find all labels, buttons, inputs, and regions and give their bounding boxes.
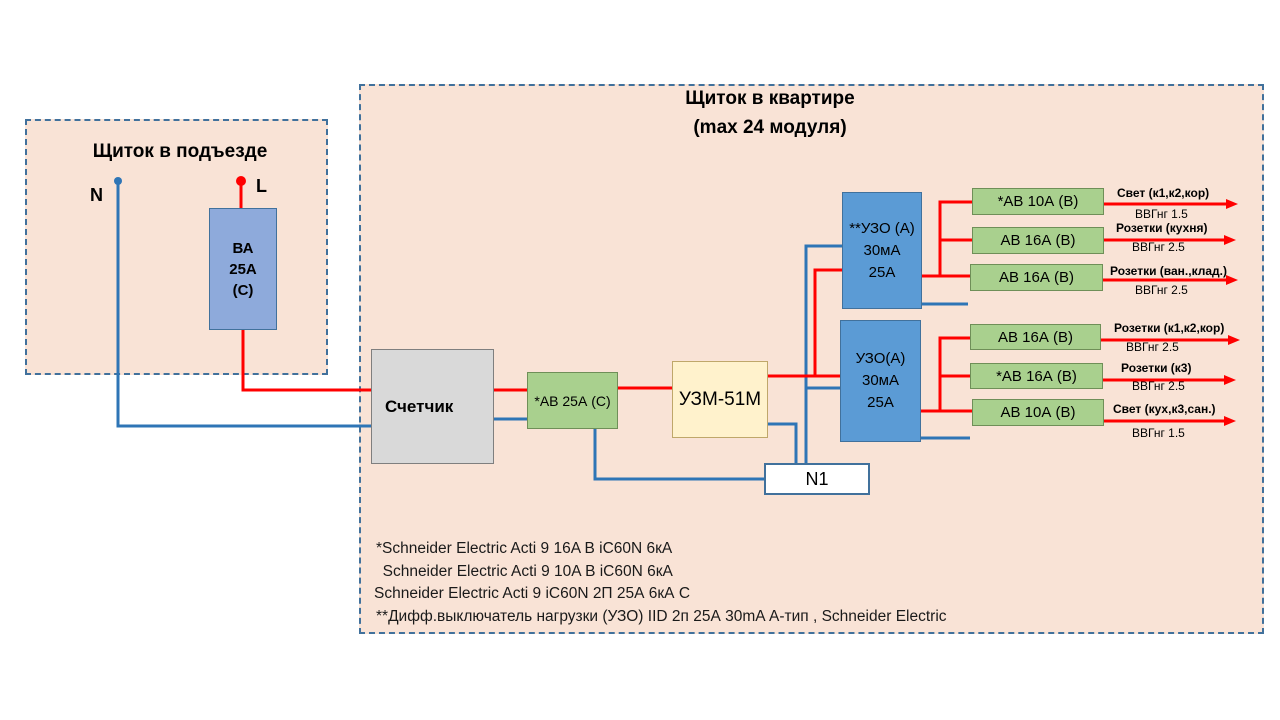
breaker-4: АВ 16А (В) (970, 324, 1101, 350)
rcd-bottom-line-2: 30мА (861, 372, 899, 389)
neutral-wire-main-to-n1 (593, 429, 764, 481)
cable-4-label: ВВГнг 2.5 (1126, 340, 1179, 354)
note-2: Schneider Electric Acti 9 10A B iC60N 6к… (374, 563, 673, 580)
breaker-4-label: АВ 16А (В) (997, 328, 1074, 346)
cable-3-label: ВВГнг 2.5 (1135, 283, 1188, 297)
circuit-6-label: Свет (кух,к3,сан.) (1113, 402, 1216, 416)
apartment-panel-subtitle: (max 24 модуля) (693, 117, 847, 138)
phase-wire-uzo-top (813, 268, 842, 376)
circuit-2-label: Розетки (кухня) (1116, 221, 1208, 235)
cable-2-label: ВВГнг 2.5 (1132, 240, 1185, 254)
neutral-wire-uzo-top (804, 244, 842, 463)
note-4: **Дифф.выключатель нагрузки (УЗО) IID 2п… (376, 608, 947, 625)
cable-1-label: ВВГнг 1.5 (1135, 207, 1188, 221)
cable-5-label: ВВГнг 2.5 (1132, 379, 1185, 393)
neutral-wire-input (116, 182, 371, 428)
circuit-5-label: Розетки (к3) (1121, 361, 1192, 375)
rcd-top: **УЗО (А) 30мА 25А (842, 192, 922, 309)
ba-line-3: (С) (232, 281, 254, 299)
rcd-bottom-line-1: УЗО(А) (855, 350, 906, 367)
n-terminal-dot (114, 177, 122, 185)
l-terminal-dot (236, 176, 246, 186)
ba-line-2: 25А (229, 260, 257, 278)
breaker-3-label: АВ 16А (В) (998, 269, 1075, 286)
rcd-bottom: УЗО(А) 30мА 25А (840, 320, 921, 442)
main-breaker: *АВ 25А (С) (527, 372, 618, 429)
rcd-bottom-line-3: 25А (867, 394, 894, 411)
note-3: Schneider Electric Acti 9 iC60N 2П 25А 6… (374, 585, 691, 602)
ba-line-1: ВА (232, 239, 254, 257)
voltage-relay-uzm: УЗМ-51М (672, 361, 768, 438)
l-label: L (256, 176, 267, 196)
circuit-3-label: Розетки (ван.,клад.) (1110, 264, 1227, 278)
breaker-2-label: АВ 16А (В) (1000, 232, 1076, 249)
entrance-panel (25, 119, 328, 375)
breaker-6-label: АВ 10А (В) (1000, 404, 1076, 421)
neutral-wire-uzm (768, 422, 798, 463)
neutral-bus-n1: N1 (764, 463, 870, 495)
breaker-3: АВ 16А (В) (970, 264, 1103, 291)
main-breaker-label: *АВ 25А (С) (534, 392, 611, 409)
circuit-4-label: Розетки (к1,к2,кор) (1114, 321, 1225, 335)
breaker-2: АВ 16А (В) (972, 227, 1104, 254)
rcd-top-line-3: 25А (868, 263, 896, 281)
apartment-panel-title: Щиток в квартире (685, 88, 855, 109)
uzm-label: УЗМ-51М (678, 388, 762, 410)
n1-label: N1 (805, 468, 829, 489)
cable-6-label: ВВГнг 1.5 (1132, 426, 1185, 440)
entrance-breaker-ba: ВА 25А (С) (209, 208, 277, 330)
breaker-5-label: *АВ 16А (В) (996, 367, 1077, 385)
entrance-panel-title: Щиток в подъезде (92, 141, 268, 162)
rcd-top-line-2: 30мА (863, 241, 901, 259)
rcd-top-line-1: **УЗО (А) (849, 219, 915, 237)
n-label: N (90, 185, 103, 205)
breaker-6: АВ 10А (В) (972, 399, 1104, 426)
phase-wire-ba-to-meter (241, 330, 371, 392)
breaker-1: *АВ 10А (В) (972, 188, 1104, 215)
note-1: *Schneider Electric Acti 9 16A B iC60N 6… (376, 540, 673, 557)
meter-label: Счетчик (385, 396, 454, 416)
breaker-5: *АВ 16А (В) (970, 363, 1103, 389)
apartment-panel (359, 84, 1264, 634)
electricity-meter: Счетчик (371, 349, 494, 464)
breaker-1-label: *АВ 10А (В) (997, 193, 1079, 210)
circuit-1-label: Свет (к1,к2,кор) (1117, 186, 1210, 200)
